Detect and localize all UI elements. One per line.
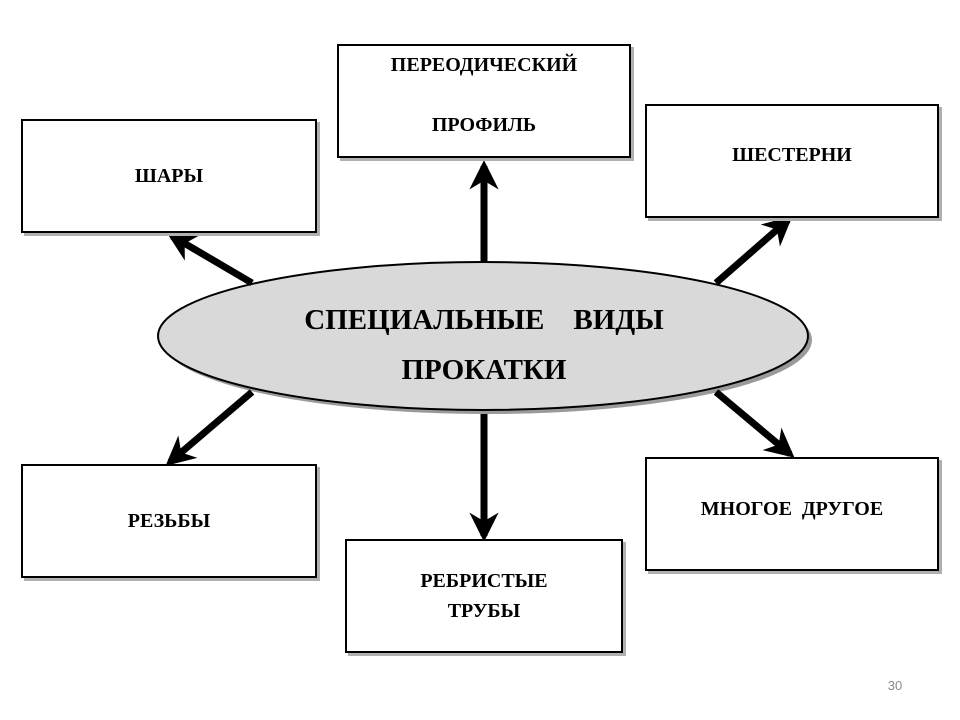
center-label-line1: СПЕЦИАЛЬНЫЕ ВИДЫ bbox=[304, 304, 664, 336]
node-periodic-profile: ПЕРЕОДИЧЕСКИЙ ПРОФИЛЬ bbox=[337, 44, 631, 158]
center-label: СПЕЦИАЛЬНЫЕ ВИДЫ ПРОКАТКИ bbox=[160, 280, 808, 410]
node-much-more: МНОГОЕ ДРУГОЕ bbox=[645, 457, 939, 571]
node-threads: РЕЗЬБЫ bbox=[21, 464, 317, 578]
node-gears: ШЕСТЕРНИ bbox=[645, 104, 939, 218]
arrow-to-gears bbox=[713, 216, 793, 286]
node-finned-tubes-line2: ТРУБЫ bbox=[447, 600, 521, 622]
arrow-to-much-more bbox=[713, 389, 795, 458]
page-number: 30 bbox=[887, 678, 903, 693]
arrow-to-threads bbox=[165, 389, 255, 466]
node-balls-label: ШАРЫ bbox=[134, 164, 204, 187]
arrow-to-balls bbox=[166, 232, 254, 287]
node-finned-tubes-line1: РЕБРИСТЫЕ bbox=[420, 570, 548, 592]
node-periodic-profile-line1: ПЕРЕОДИЧЕСКИЙ bbox=[390, 54, 578, 76]
node-gears-label: ШЕСТЕРНИ bbox=[732, 143, 852, 166]
node-finned-tubes: РЕБРИСТЫЕ ТРУБЫ bbox=[345, 539, 623, 653]
node-much-more-label: МНОГОЕ ДРУГОЕ bbox=[700, 497, 884, 520]
node-threads-label: РЕЗЬБЫ bbox=[127, 509, 211, 532]
node-periodic-profile-line2: ПРОФИЛЬ bbox=[431, 114, 537, 136]
node-balls: ШАРЫ bbox=[21, 119, 317, 233]
center-label-line2: ПРОКАТКИ bbox=[401, 354, 567, 386]
